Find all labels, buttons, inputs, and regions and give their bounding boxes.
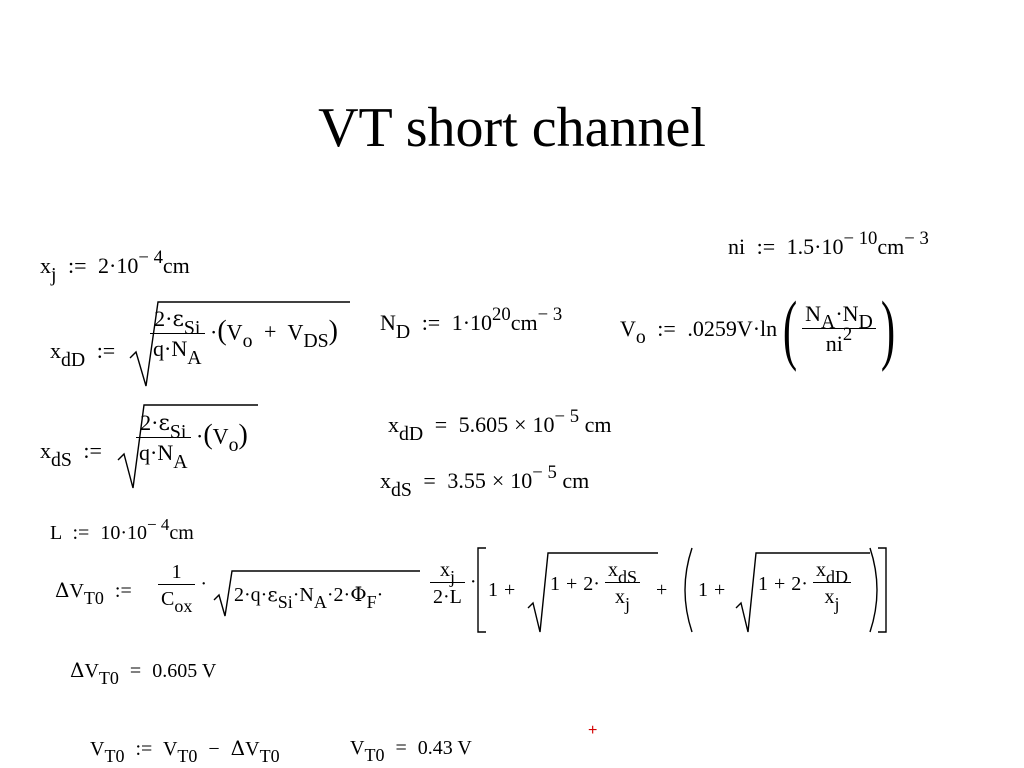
eq-inner-sqrt-2: 1+2· xdD xj [758, 560, 851, 613]
frac-xj-2L: xj 2·L · [430, 560, 477, 607]
eq-xdS-label: xdS := [40, 438, 102, 471]
sqrt-sign-dVT0 [213, 570, 420, 617]
eq-dVT0-sqrt-content: 2·q·εSi·NA·2·ΦF· [234, 582, 384, 612]
square-brackets [477, 547, 887, 633]
eq-xdS-radicand: 2·εSi q·NA ·(Vo) [136, 412, 248, 471]
sqrt-sign-inner-1 [527, 552, 658, 633]
result-xdS: xdS = 3.55×10− 5 cm [380, 461, 590, 501]
slide-title: VT short channel [318, 97, 706, 159]
frac-1-Cox: 1 Cox · [158, 562, 207, 615]
eq-L: L := 10·10− 4cm [50, 514, 194, 544]
eq-ni: ni := 1.5·10− 10cm− 3 [728, 227, 929, 259]
eq-bracket-term-1: 1+ [488, 579, 516, 601]
result-dVT0: ΔVT0 = 0.605 V [70, 658, 217, 688]
sqrt-sign-xdS [117, 404, 258, 489]
eq-VT0-update: VT0 := VT0 − ΔVT0 [90, 736, 280, 766]
fraction: NA·ND ni2 [802, 302, 876, 356]
red-plus-marker: + [588, 722, 598, 739]
eq-Vo: Vo := .0259V·ln ( NA·ND ni2 ) [620, 285, 896, 372]
round-parens [684, 547, 878, 633]
sqrt-sign-xdD [129, 301, 350, 387]
eq-ND: ND := 1·1020cm− 3 [380, 303, 563, 343]
eq-xj: xj := 2·10− 4cm [40, 246, 190, 286]
eq-inner-sqrt-1: 1+2· xdS xj [550, 560, 640, 613]
sqrt-sign-inner-2 [735, 552, 870, 633]
fraction: 2·εSi q·NA [150, 308, 205, 367]
eq-bracket-term-2: 1+ [698, 579, 726, 601]
eq-xdD-label: xdD := [50, 338, 116, 371]
fraction: 2·εSi q·NA [136, 412, 191, 471]
result-xdD: xdD = 5.605×10− 5 cm [388, 405, 612, 445]
eq-xdD-radicand: 2·εSi q·NA ·(Vo + VDS) [150, 308, 338, 367]
result-VT0: VT0 = 0.43 V [350, 737, 472, 765]
eq-dVT0-label: ΔVT0 := [55, 578, 132, 608]
plus-between-terms: + [656, 579, 668, 601]
